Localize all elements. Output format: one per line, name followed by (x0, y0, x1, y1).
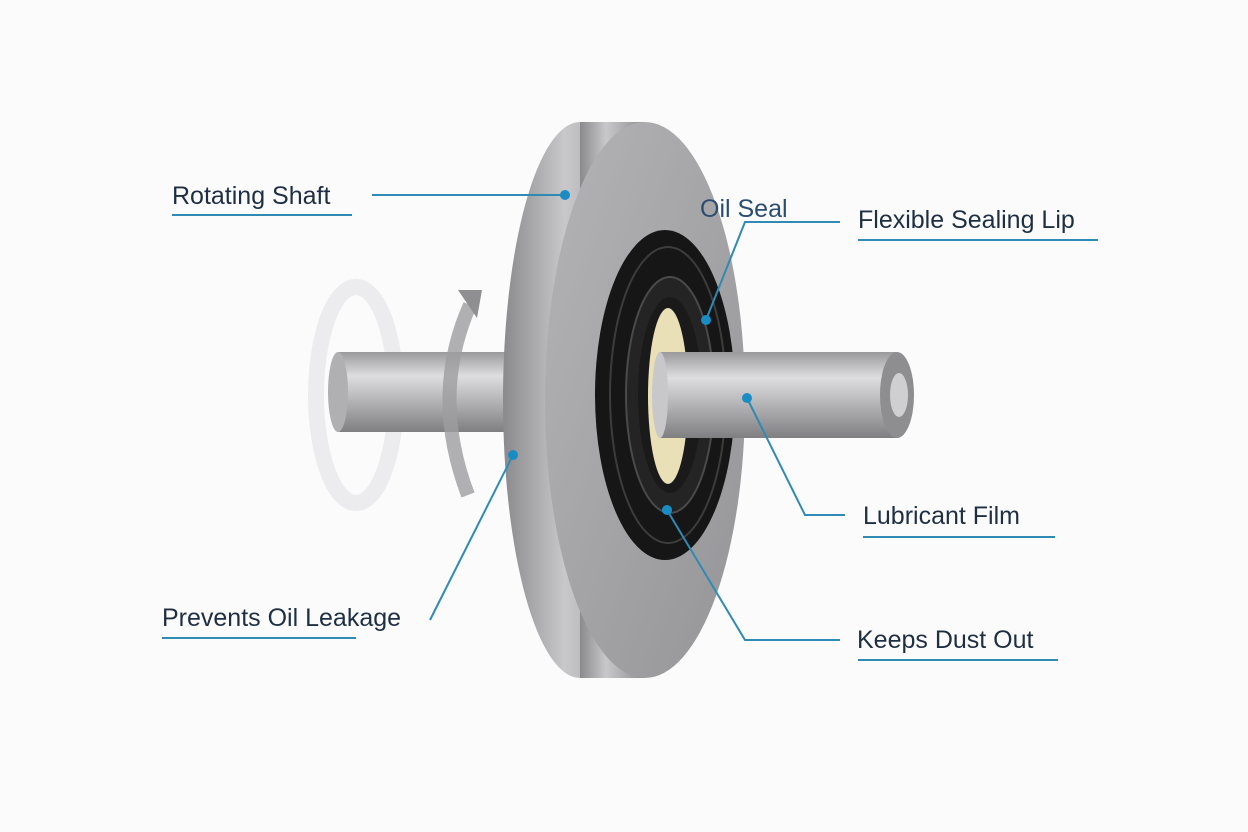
callout-lubricant-film: Lubricant Film (742, 393, 1055, 538)
label-keeps-dust-out: Keeps Dust Out (857, 626, 1034, 654)
left-shaft (328, 352, 513, 432)
label-rotating-shaft: Rotating Shaft (172, 182, 330, 210)
label-lubricant-film: Lubricant Film (863, 502, 1020, 530)
callout-rotating-shaft: Rotating Shaft (172, 182, 570, 216)
callout-prevents-oil-leakage: Prevents Oil Leakage (162, 450, 518, 639)
right-shaft (652, 352, 914, 438)
label-prevents-oil-leakage: Prevents Oil Leakage (162, 604, 401, 632)
label-oil-seal: Oil Seal (700, 195, 788, 223)
rotation-arrow-icon (442, 290, 482, 498)
callout-keeps-dust-out: Keeps Dust Out (662, 505, 1058, 661)
label-flexible-sealing-lip: Flexible Sealing Lip (858, 206, 1075, 234)
callout-flexible-sealing-lip: Flexible Sealing Lip (701, 206, 1098, 325)
